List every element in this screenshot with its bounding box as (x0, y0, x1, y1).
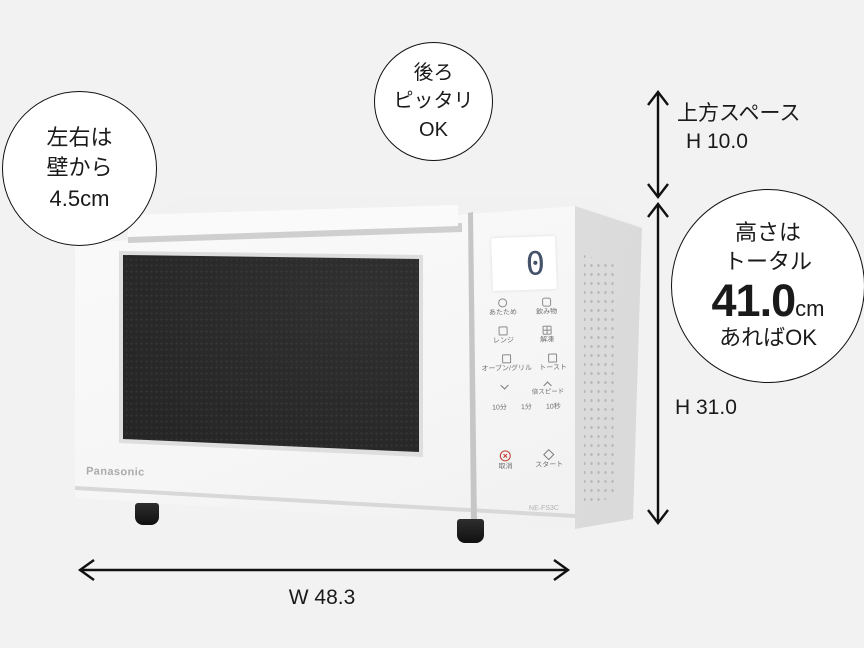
foot-left (135, 503, 159, 525)
defrost-label: 解凍 (540, 336, 555, 344)
time-up-button: 倍スピード (531, 379, 565, 396)
defrost-button: 解凍 (530, 325, 564, 344)
panel-row-warm: あたため 飲み物 (476, 297, 573, 317)
range-label: レンジ (492, 337, 514, 345)
ten-sec-label: 10秒 (545, 403, 561, 411)
chevron-up-icon (544, 380, 552, 388)
rear-line2: ピッタリ (393, 90, 474, 113)
time-down-button (487, 380, 521, 397)
warm-label: あたため (488, 309, 517, 317)
range-button: レンジ (486, 326, 520, 345)
brand-logo: Panasonic (85, 465, 145, 479)
side-clearance-line2: 壁から (46, 155, 113, 181)
width-value: W 48.3 (288, 586, 356, 609)
total-height-suffix: あればOK (719, 324, 817, 350)
rear-clearance-callout: 後ろ ピッタリ OK (374, 42, 493, 161)
oven-grill-button: オーブン/グリル (481, 354, 532, 373)
panel-row-range: レンジ 解凍 (477, 325, 574, 345)
defrost-icon (542, 325, 552, 335)
total-height-line1: 高さは (734, 220, 801, 246)
speed-label: 倍スピード (531, 388, 565, 396)
top-space-value: H 10.0 (686, 130, 748, 153)
side-clearance-line1: 左右は (46, 124, 113, 150)
start-icon (543, 448, 555, 461)
rear-line1: 後ろ (413, 61, 454, 84)
total-height-unit: cm (795, 295, 825, 321)
width-arrow (77, 559, 571, 581)
cancel-label: 取消 (498, 463, 513, 471)
oven-grill-label: オーブン/グリル (481, 364, 533, 373)
total-height-value: 41.0cm (712, 277, 825, 324)
total-height-line2: トータル (723, 249, 812, 275)
panel-row-oven: オーブン/グリル トースト (477, 353, 574, 373)
side-clearance-value: 4.5cm (49, 185, 110, 211)
toast-icon (548, 353, 558, 363)
toast-button: トースト (536, 353, 570, 372)
display-digit: 0 (525, 243, 546, 283)
start-button: スタート (532, 448, 566, 470)
chevron-down-icon (500, 380, 508, 388)
total-height-callout: 高さは トータル 41.0cm あればOK (671, 189, 864, 383)
foot-right (457, 519, 484, 543)
cancel-button: 取消 (488, 450, 522, 471)
panel-row-start: 取消 スタート (479, 448, 576, 471)
warm-icon (498, 298, 508, 308)
one-min-label: 1分 (520, 403, 532, 412)
control-display: 0 (491, 235, 557, 292)
cancel-icon (499, 450, 512, 462)
toast-label: トースト (539, 364, 567, 372)
top-space-arrow (647, 90, 669, 199)
range-icon (498, 326, 508, 336)
ten-min-label: 10分 (492, 404, 507, 412)
height-value: H 31.0 (675, 396, 737, 419)
drink-button: 飲み物 (529, 297, 563, 316)
panel-row-updown: 倍スピード (477, 379, 574, 397)
panel-row-times: 10分 1分 10秒 (478, 403, 575, 412)
total-height-number: 41.0 (711, 274, 797, 326)
drink-icon (541, 297, 551, 307)
height-arrow (647, 202, 669, 525)
warm-button: あたため (486, 298, 520, 317)
top-space-label: 上方スペース (677, 102, 801, 125)
drink-label: 飲み物 (536, 308, 558, 316)
rear-line3: OK (419, 118, 448, 141)
start-label: スタート (535, 461, 564, 469)
oven-grill-icon (501, 354, 512, 364)
control-panel: あたため 飲み物 レンジ 解凍 (476, 295, 577, 527)
side-clearance-callout: 左右は 壁から 4.5cm (2, 91, 157, 246)
